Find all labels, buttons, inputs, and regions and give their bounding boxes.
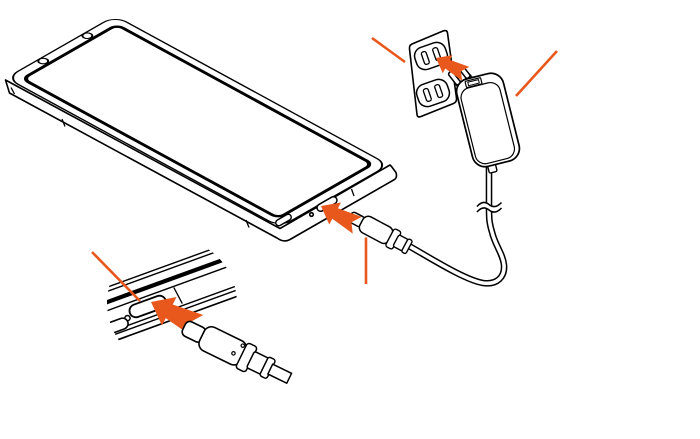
- socket-face: [415, 78, 451, 108]
- inset-glass-edge-2: [94, 247, 227, 297]
- ac-adapter: [447, 50, 558, 174]
- antenna-line-3: [10, 87, 16, 95]
- inset-phone-edge: [88, 219, 244, 343]
- socket-slot-left: [422, 87, 432, 103]
- inset-edge-tick: [173, 287, 183, 304]
- wall-outlet: [371, 29, 458, 118]
- cable-break-symbol: [476, 201, 503, 213]
- usb-cable-cord: [405, 164, 508, 287]
- inset-bezel: [97, 255, 231, 308]
- inset-port-callout-line: [91, 251, 141, 302]
- inset-usb-connector: [181, 320, 293, 384]
- outlet-socket-lower: [415, 78, 451, 108]
- bottom-mic-hole: [308, 211, 315, 218]
- outlet-socket-upper: [413, 41, 449, 71]
- antenna-line-2: [245, 219, 250, 228]
- inset-glass-edge-1: [93, 243, 226, 293]
- inset-connector-screw-1: [231, 351, 236, 356]
- socket-slot-left: [420, 50, 430, 66]
- smartphone: [4, 18, 398, 242]
- top-mic-hole: [81, 32, 94, 40]
- cable-core: [407, 166, 506, 286]
- socket-slot-right: [434, 83, 444, 99]
- phone-side-slab: [4, 79, 398, 242]
- inset-connector-cable-stub: [267, 363, 293, 384]
- bottom-edge-tick: [350, 188, 355, 197]
- magnified-inset: [88, 219, 293, 384]
- inset-connector-screw-2: [240, 343, 246, 348]
- phone-screen: [23, 25, 372, 218]
- antenna-line-1: [61, 118, 66, 127]
- speaker-slot: [275, 213, 292, 227]
- adapter-callout-line: [515, 50, 558, 97]
- connector-end-ring: [401, 238, 413, 255]
- usb-cable-connector: [347, 211, 413, 284]
- outlet-callout-line: [371, 36, 406, 64]
- adapter-usb-port-tongue: [467, 79, 480, 87]
- headphone-jack: [37, 57, 50, 65]
- inset-band-top: [100, 264, 233, 314]
